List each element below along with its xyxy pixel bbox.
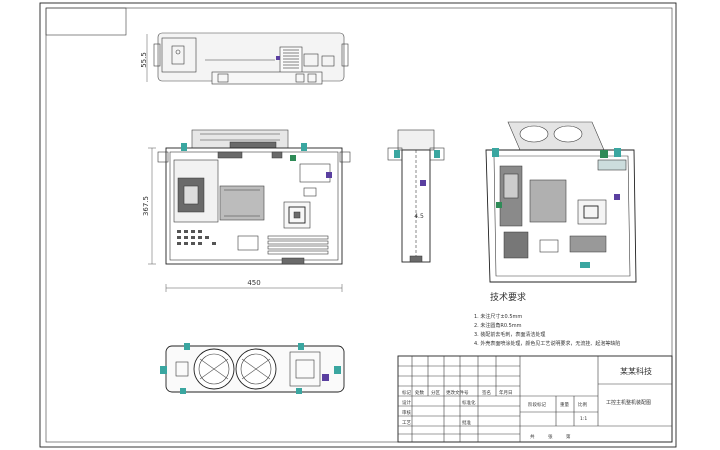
drawing-name: 工控主机整机装配图 [606,399,651,406]
note-line-2: 2. 未注圆角R0.5mm [474,322,522,329]
process-label: 工艺 [402,420,411,426]
sheet-no: 第 [566,433,571,440]
front-view [148,129,351,292]
row-label-date: 年月日 [499,389,513,396]
inner-border [45,7,673,443]
scale-value: 1:1 [580,416,587,422]
stage-label: 阶段标记 [528,401,546,408]
title-block: 标记 处数 分区 更改文件号 签名 年月日 设计 标准化 审核 工艺 批准 阶段… [397,355,673,443]
row-label-sign: 签名 [482,389,491,396]
bottom-view [160,343,345,394]
standard-label: 标准化 [462,399,476,406]
row-label-zone: 分区 [431,389,440,396]
front-width-dimension: 450 [247,279,260,287]
corner-code-box [45,7,127,36]
note-line-3: 3. 装配前去毛刺，表面清洁处理 [474,331,545,338]
row-label-count: 处数 [415,389,424,396]
row-label-mark: 标记 [402,389,411,396]
company-name: 某某科技 [620,366,652,376]
sheet-total: 共 [530,433,535,440]
front-height-dimension: 367.5 [142,196,150,216]
approve-label: 批准 [462,419,471,426]
sheet-label: 张 [548,433,553,440]
note-line-1: 1. 未注尺寸±0.5mm [474,313,522,320]
designer-label: 设计 [402,399,411,406]
weight-label: 重量 [560,401,569,408]
check-label: 审核 [402,409,411,416]
top-height-dimension: 55.5 [140,52,148,68]
note-line-4: 4. 外壳表面喷涂处理，颜色见工艺说明要求，无流挂、起泡等缺陷 [474,340,620,347]
row-label-change: 更改文件号 [446,389,469,396]
scale-label: 比例 [578,401,587,408]
side-view [387,129,445,263]
isometric-view [485,121,637,283]
side-dimension: 4.5 [414,213,424,220]
technical-requirements: 技术要求 1. 未注尺寸±0.5mm 2. 未注圆角R0.5mm 3. 装配前去… [474,291,620,347]
outer-border [39,2,677,448]
notes-title: 技术要求 [490,291,526,303]
top-view [146,32,349,85]
